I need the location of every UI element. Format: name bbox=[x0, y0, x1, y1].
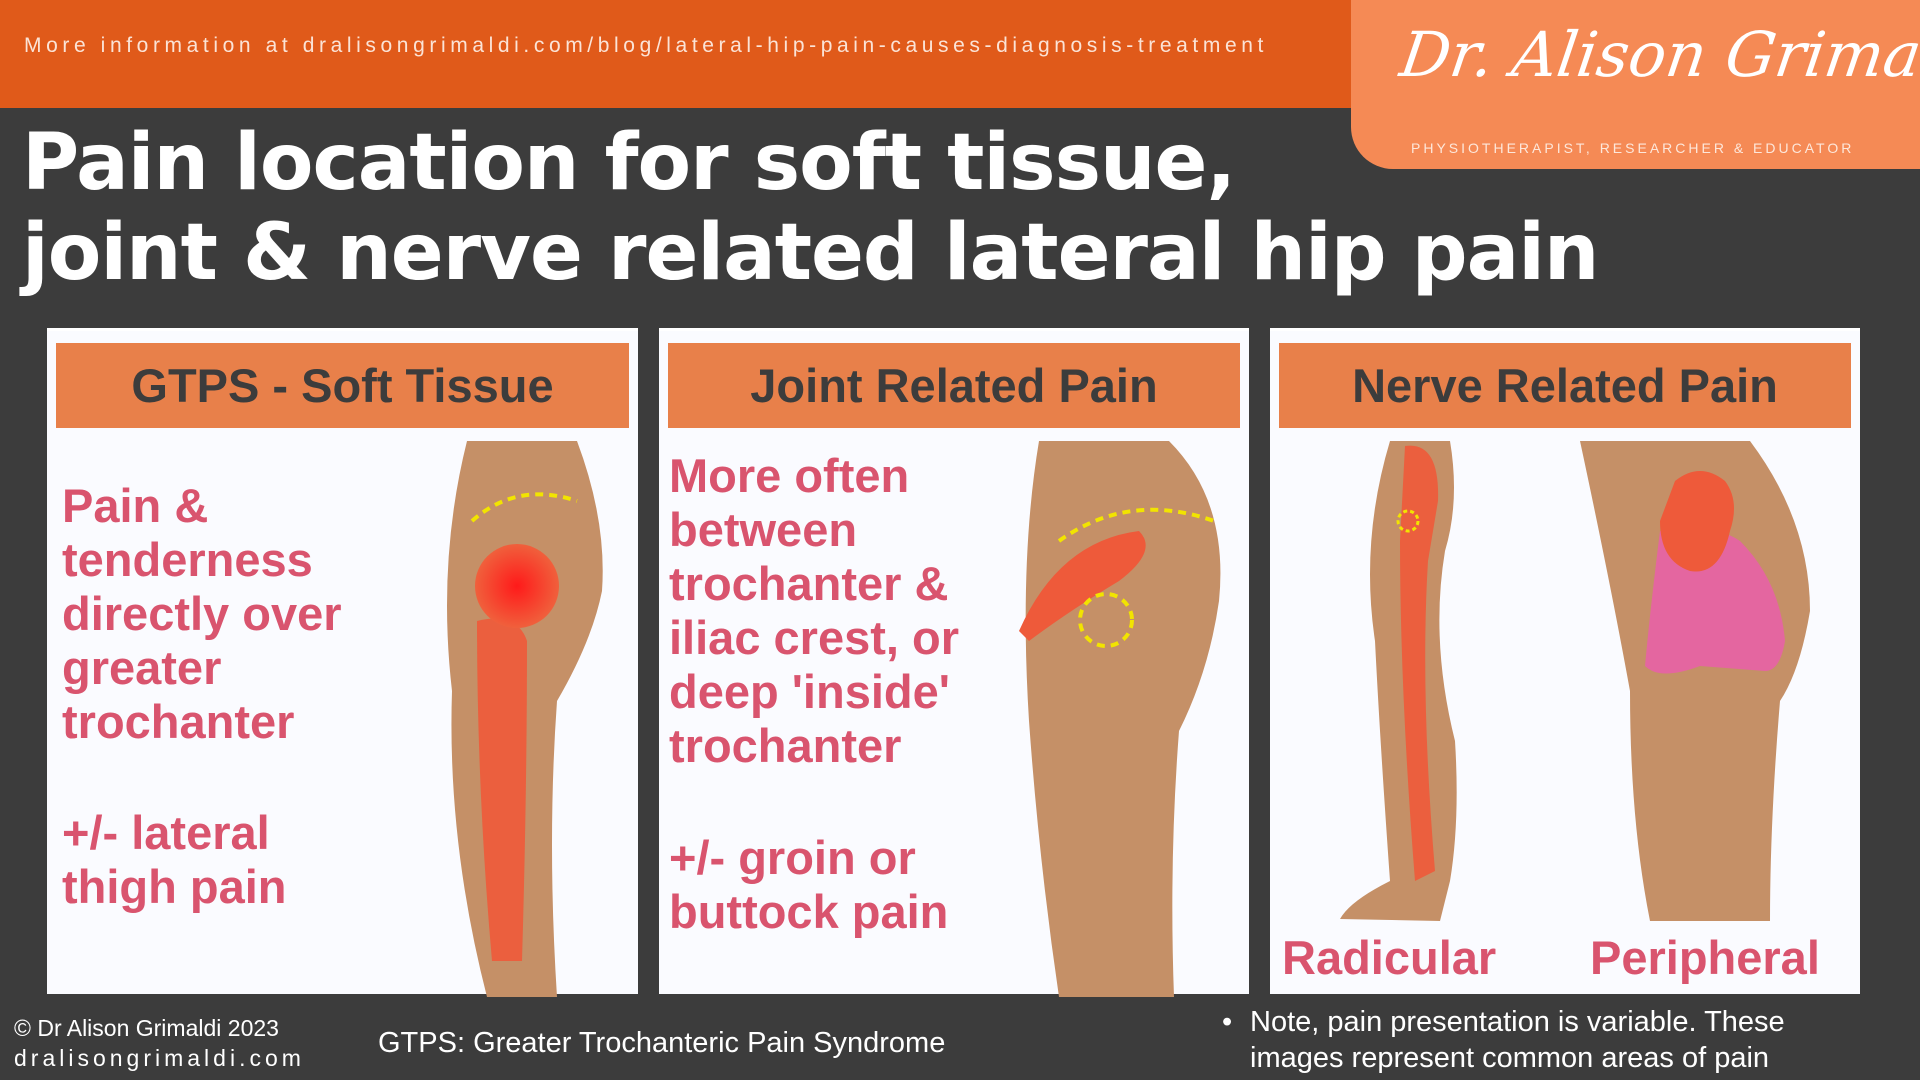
abbreviation-note: GTPS: Greater Trochanteric Pain Syndrome bbox=[378, 1027, 946, 1059]
logo-tagline: PHYSIOTHERAPIST, RESEARCHER & EDUCATOR bbox=[1411, 140, 1855, 156]
website-link[interactable]: dralisongrimaldi.com bbox=[14, 1045, 305, 1071]
title-line-2: joint & nerve related lateral hip pain bbox=[22, 208, 1599, 298]
panel-heading: GTPS - Soft Tissue bbox=[56, 343, 629, 428]
variability-note: • Note, pain presentation is variable. T… bbox=[1222, 1006, 1785, 1074]
hip-figure-joint bbox=[1019, 441, 1221, 997]
panel-nerve: Nerve Related Pain Radicular Peripheral bbox=[1270, 328, 1860, 994]
leg-figure-radicular bbox=[1340, 441, 1457, 921]
bullet-icon: • bbox=[1222, 1006, 1233, 1038]
label-radicular: Radicular bbox=[1282, 931, 1497, 984]
hip-figure-peripheral bbox=[1580, 441, 1810, 921]
page-title: Pain location for soft tissue, joint & n… bbox=[22, 118, 1599, 298]
logo: Dr. Alison Grimaldi PHYSIOTHERAPIST, RES… bbox=[1351, 0, 1920, 169]
copyright: © Dr Alison Grimaldi 2023 bbox=[14, 1015, 279, 1041]
logo-signature: Dr. Alison Grimaldi bbox=[1395, 18, 1920, 91]
title-line-1: Pain location for soft tissue, bbox=[22, 118, 1236, 208]
more-info-link[interactable]: More information at dralisongrimaldi.com… bbox=[24, 34, 1268, 57]
label-peripheral: Peripheral bbox=[1590, 931, 1820, 984]
panel-heading: Joint Related Pain bbox=[668, 343, 1240, 428]
top-banner: More information at dralisongrimaldi.com… bbox=[0, 0, 1351, 108]
hip-figure-gtps bbox=[447, 441, 603, 997]
panel-heading: Nerve Related Pain bbox=[1279, 343, 1851, 428]
